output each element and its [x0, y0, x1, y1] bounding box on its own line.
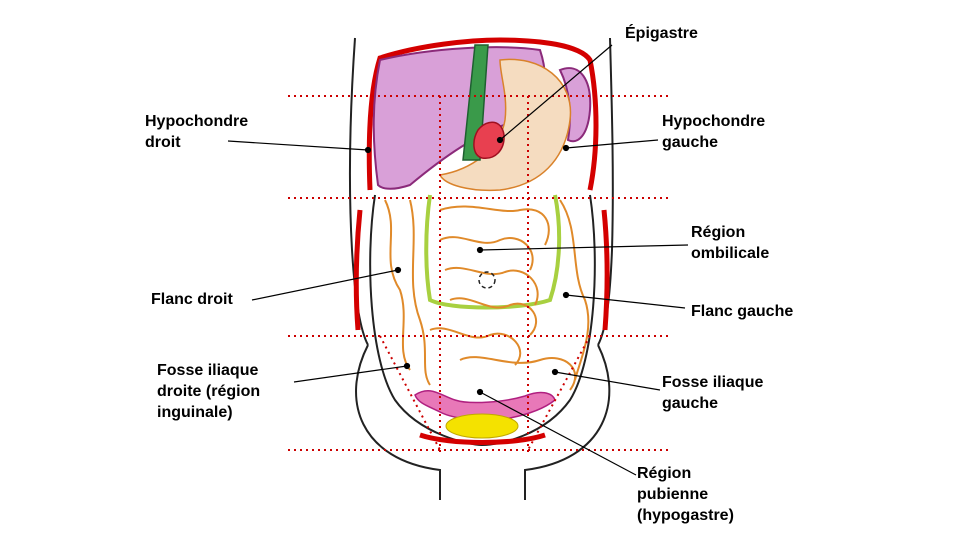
stomach — [438, 58, 572, 192]
label-hypochondre-droit: Hypochondre droit — [145, 113, 249, 151]
label-fosse-iliaque-gauche: Fosse iliaque gauche — [662, 374, 764, 412]
label-flanc-droit: Flanc droit — [151, 291, 233, 308]
label-hypochondre-gauche: Hypochondre gauche — [662, 113, 766, 151]
leader-lines — [227, 44, 689, 476]
small-intestine — [384, 199, 590, 391]
colon — [424, 194, 562, 310]
label-region-pubienne: Région pubienne (hypogastre) — [637, 465, 734, 524]
label-fosse-iliaque-droite: Fosse iliaque droite (région inguinale) — [157, 362, 261, 421]
pancreas — [473, 121, 505, 159]
label-region-ombilicale: Région ombilicale — [691, 224, 770, 262]
region-grid — [288, 95, 672, 455]
umbilicus — [478, 271, 496, 289]
bladder — [445, 413, 519, 439]
label-flanc-gauche: Flanc gauche — [691, 303, 794, 320]
label-epigastre: Épigastre — [625, 25, 698, 42]
body-outline — [348, 37, 614, 500]
